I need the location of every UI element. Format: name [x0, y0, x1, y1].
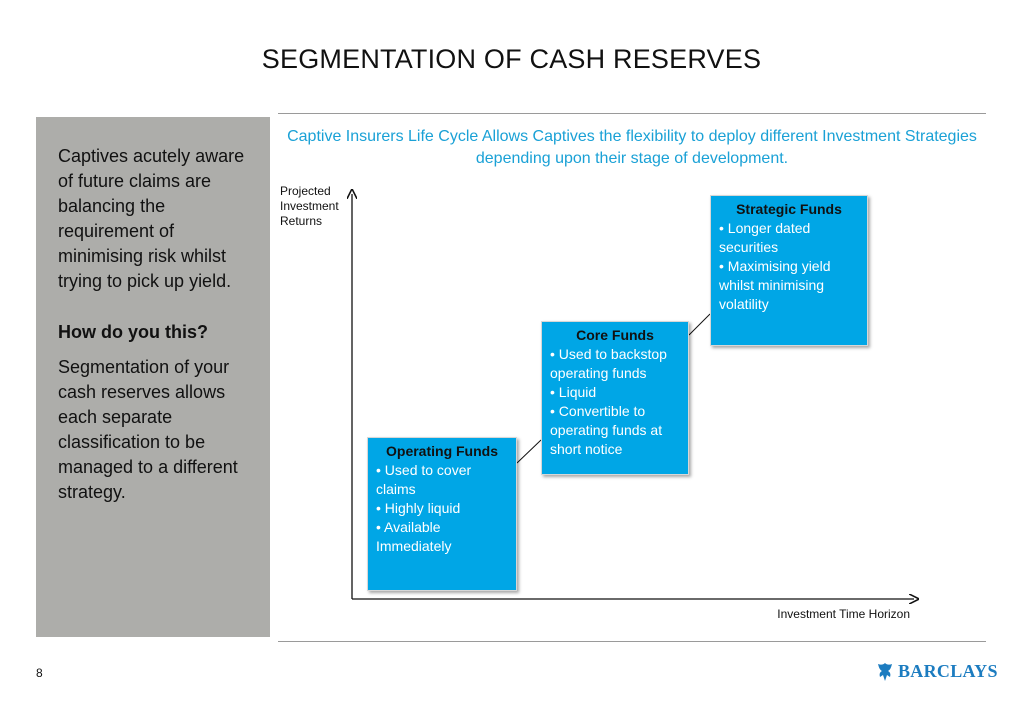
top-divider: [278, 113, 986, 114]
box-item: • Convertible to operating funds at shor…: [550, 403, 663, 457]
sidebar-paragraph-2: Segmentation of your cash reserves allow…: [58, 357, 238, 502]
sidebar-question: How do you this?: [58, 322, 208, 342]
connector-operating-core: [516, 439, 542, 464]
y-axis-label-line: Projected: [280, 184, 331, 198]
box-item: • Liquid: [550, 384, 597, 400]
x-axis-label: Investment Time Horizon: [777, 607, 910, 621]
connector-core-strategic: [688, 313, 711, 336]
box-item: • Highly liquid: [376, 500, 461, 516]
sidebar-panel: Captives acutely aware of future claims …: [36, 117, 270, 637]
y-axis-label: Projected Investment Returns: [280, 184, 339, 229]
box-title: Strategic Funds: [736, 201, 842, 217]
logo-text: BARCLAYS: [898, 661, 998, 681]
barclays-logo: BARCLAYS: [876, 661, 998, 682]
bottom-divider: [278, 641, 986, 642]
box-item: • Longer dated securities: [719, 220, 811, 255]
diagram-subtitle: Captive Insurers Life Cycle Allows Capti…: [287, 128, 977, 167]
box-item: • Used to cover claims: [376, 462, 472, 497]
y-axis-label-line: Investment: [280, 199, 339, 213]
box-item: • Maximising yield whilst minimising vol…: [719, 258, 831, 312]
operating-funds-box: Operating Funds • Used to cover claims •…: [367, 437, 517, 591]
strategic-funds-box: Strategic Funds • Longer dated securitie…: [710, 195, 868, 346]
box-item: • Available Immediately: [376, 519, 452, 554]
page-number: 8: [36, 666, 43, 680]
sidebar-paragraph-1: Captives acutely aware of future claims …: [58, 146, 245, 291]
box-title: Operating Funds: [386, 443, 498, 459]
core-funds-box: Core Funds • Used to backstop operating …: [541, 321, 689, 475]
y-axis-label-line: Returns: [280, 214, 323, 228]
box-title: Core Funds: [576, 327, 654, 343]
eagle-icon: [878, 662, 892, 681]
box-item: • Used to backstop operating funds: [550, 346, 667, 381]
slide-title: SEGMENTATION OF CASH RESERVES: [261, 44, 762, 74]
